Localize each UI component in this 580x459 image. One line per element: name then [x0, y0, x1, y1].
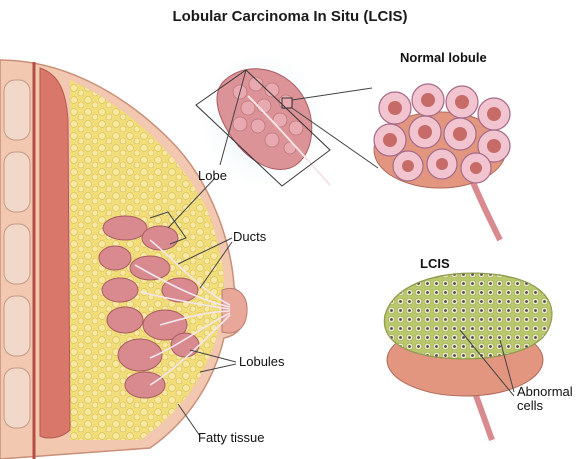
label-lobules: Lobules	[239, 354, 285, 369]
label-normal-lobule: Normal lobule	[400, 50, 487, 65]
lcis-detail	[384, 273, 552, 440]
label-cells: cells	[517, 398, 543, 413]
diagram-title: Lobular Carcinoma In Situ (LCIS)	[0, 8, 580, 25]
label-lobe: Lobe	[198, 168, 227, 183]
chest-muscle	[40, 68, 70, 438]
label-lcis: LCIS	[420, 256, 450, 271]
label-fatty-tissue: Fatty tissue	[198, 430, 264, 445]
label-ducts: Ducts	[233, 229, 266, 244]
ribs	[4, 80, 30, 428]
label-abnormal: Abnormal	[517, 384, 573, 399]
normal-lobule-detail	[374, 84, 510, 240]
